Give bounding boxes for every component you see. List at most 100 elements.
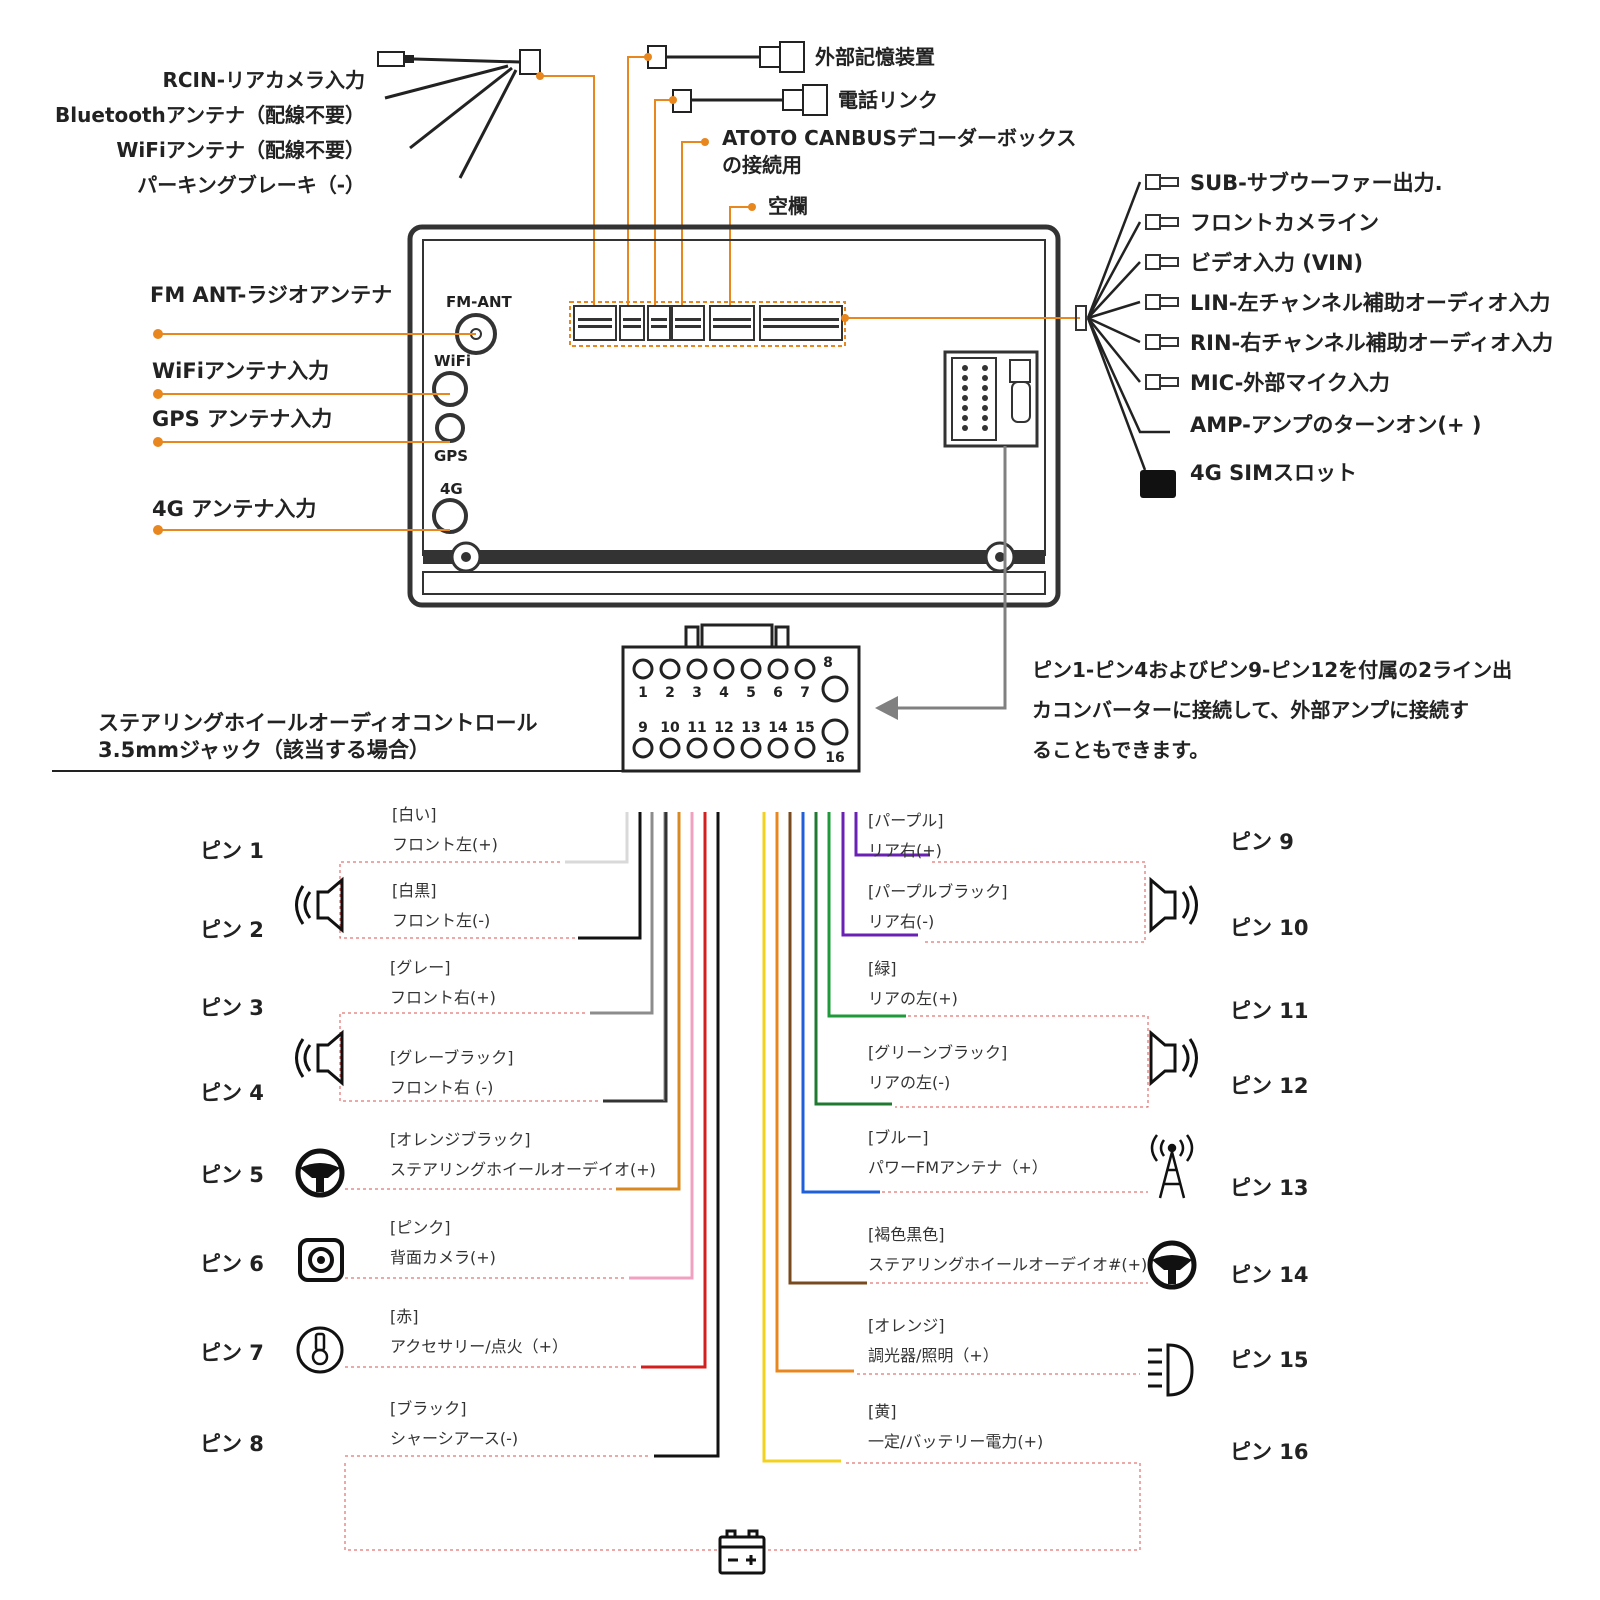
top-leader-lines — [540, 56, 752, 312]
pin-num-11: 11 — [687, 720, 706, 736]
pin-label-4: ピン 4 — [200, 1081, 264, 1105]
harness-label-parking: パーキングブレーキ（-） — [137, 173, 365, 197]
right-wires — [762, 812, 930, 1463]
wire-desc-right: [パープル] リア右(+) [パープルブラック] リア右(-) [緑] リアの左… — [868, 811, 1147, 1451]
wire-color-6: [ピンク] — [390, 1218, 451, 1237]
wire-color-2: [白黒] — [392, 881, 437, 900]
left-leader-lines — [153, 329, 476, 535]
wire-desc-2: フロント左(-) — [392, 911, 490, 930]
out-amp: AMP-アンプのターンオン(+ ) — [1190, 413, 1481, 437]
pin-label-10: ピン 10 — [1230, 916, 1309, 940]
wire-color-7: [赤] — [390, 1307, 419, 1326]
label-fm-ant: FM ANT-ラジオアンテナ — [150, 283, 392, 307]
wire-color-11: [緑] — [868, 959, 897, 978]
wire-color-15: [オレンジ] — [868, 1316, 945, 1335]
out-sim: 4G SIMスロット — [1190, 461, 1357, 485]
speaker-icon — [295, 1029, 344, 1087]
wire-color-14: [褐色黒色] — [868, 1225, 945, 1244]
wire-desc-8: シャーシアース(-) — [390, 1429, 518, 1448]
antenna-tower-icon — [1150, 1134, 1194, 1199]
pin-label-12: ピン 12 — [1230, 1074, 1309, 1098]
pin-label-6: ピン 6 — [200, 1252, 264, 1276]
out-front-cam: フロントカメライン — [1190, 211, 1379, 235]
out-sub: SUB-サブウーファー出力. — [1190, 171, 1443, 195]
pin-label-1: ピン 1 — [200, 839, 264, 863]
usb-phone-cable — [669, 84, 828, 116]
pin-label-11: ピン 11 — [1230, 999, 1309, 1023]
right-harness — [1075, 174, 1179, 498]
port-label-fm: FM-ANT — [446, 293, 513, 311]
pin-num-1: 1 — [638, 685, 648, 701]
pin-label-2: ピン 2 — [200, 918, 264, 942]
pin-num-2: 2 — [665, 685, 675, 701]
wire-color-9: [パープル] — [868, 811, 944, 830]
pin-label-14: ピン 14 — [1230, 1263, 1309, 1287]
wire-desc-16: 一定/バッテリー電力(+) — [868, 1432, 1043, 1451]
canbus-label-1: ATOTO CANBUSデコーダーボックス — [722, 126, 1076, 150]
wire-desc-5: ステアリングホイールオーデイオ(+) — [390, 1160, 656, 1179]
label-wifi-input: WiFiアンテナ入力 — [152, 359, 329, 383]
wire-desc-3: フロント右(+) — [390, 988, 496, 1007]
headlight-icon — [1148, 1343, 1194, 1397]
head-unit — [407, 224, 1061, 608]
wire-color-3: [グレー] — [390, 958, 451, 977]
usb-storage-cable — [644, 41, 805, 73]
port-label-4g: 4G — [440, 480, 463, 498]
pin-connector-16: 1 2 3 4 5 6 7 8 9 10 11 12 13 14 15 16 — [621, 623, 861, 773]
steering-jack-label-1: ステアリングホイールオーディオコントロール — [98, 711, 538, 735]
wire-color-8: [ブラック] — [390, 1399, 467, 1418]
camera-icon — [298, 1238, 344, 1282]
steering-wheel-icon — [1147, 1240, 1197, 1290]
speaker-icon — [1149, 1029, 1198, 1087]
pin-num-3: 3 — [692, 685, 702, 701]
wire-desc-14: ステアリングホイールオーデイオ#(+) — [868, 1255, 1147, 1274]
out-rin: RIN-右チャンネル補助オーディオ入力 — [1190, 331, 1553, 355]
pin-num-9: 9 — [638, 720, 648, 736]
main-connector-block — [569, 301, 1080, 347]
wire-desc-10: リア右(-) — [868, 912, 934, 931]
wire-color-16: [黄] — [868, 1402, 897, 1421]
pin-label-15: ピン 15 — [1230, 1348, 1309, 1372]
rear-harness — [377, 49, 544, 179]
note-line-1: ピン1-ピン4およびピン9-ピン12を付属の2ライン出 — [1032, 658, 1512, 682]
wire-desc-15: 調光器/照明（+） — [868, 1346, 999, 1365]
pin-labels-right: ピン 9 ピン 10 ピン 11 ピン 12 ピン 13 ピン 14 ピン 15… — [1230, 830, 1309, 1464]
pin-num-6: 6 — [773, 685, 783, 701]
pin-num-12: 12 — [714, 720, 733, 736]
wire-desc-9: リア右(+) — [868, 841, 942, 860]
iso-arrow — [875, 446, 1007, 720]
pin-num-16: 16 — [825, 750, 844, 766]
pin-label-16: ピン 16 — [1230, 1440, 1309, 1464]
pin-num-4: 4 — [719, 685, 729, 701]
label-4g-input: 4G アンテナ入力 — [152, 497, 316, 521]
iso-connector — [943, 350, 1039, 448]
wire-color-12: [グリーンブラック] — [868, 1043, 1007, 1062]
pin-label-7: ピン 7 — [200, 1341, 264, 1365]
wire-color-4: [グレーブラック] — [390, 1048, 514, 1067]
wire-color-13: [ブルー] — [868, 1128, 929, 1147]
wire-desc-11: リアの左(+) — [868, 989, 958, 1008]
harness-label-rcin: RCIN-リアカメラ入力 — [162, 68, 365, 92]
pin-num-15: 15 — [795, 720, 814, 736]
sim-card-icon — [1140, 470, 1176, 498]
wire-color-5: [オレンジブラック] — [390, 1130, 531, 1149]
wire-color-1: [白い] — [392, 805, 437, 824]
ignition-icon — [296, 1326, 344, 1374]
external-storage-label: 外部記憶装置 — [815, 45, 935, 69]
wifi-antenna-port — [432, 371, 468, 407]
wire-desc-12: リアの左(-) — [868, 1073, 950, 1092]
blank-label: 空欄 — [768, 194, 808, 218]
wire-desc-7: アクセサリー/点火（+） — [390, 1337, 568, 1356]
gps-antenna-port — [435, 413, 465, 443]
wire-desc-4: フロント右 (-) — [390, 1078, 493, 1097]
out-mic: MIC-外部マイク入力 — [1190, 371, 1390, 395]
pin-num-14: 14 — [768, 720, 788, 736]
pin-num-10: 10 — [660, 720, 680, 736]
speaker-icon — [295, 876, 344, 934]
canbus-label-2: の接続用 — [722, 153, 802, 177]
battery-icon — [718, 1529, 766, 1575]
steering-jack-label-2: 3.5mmジャック（該当する場合） — [98, 738, 430, 762]
steering-wheel-icon — [295, 1148, 345, 1198]
out-video-in: ビデオ入力 (VIN) — [1190, 251, 1363, 275]
